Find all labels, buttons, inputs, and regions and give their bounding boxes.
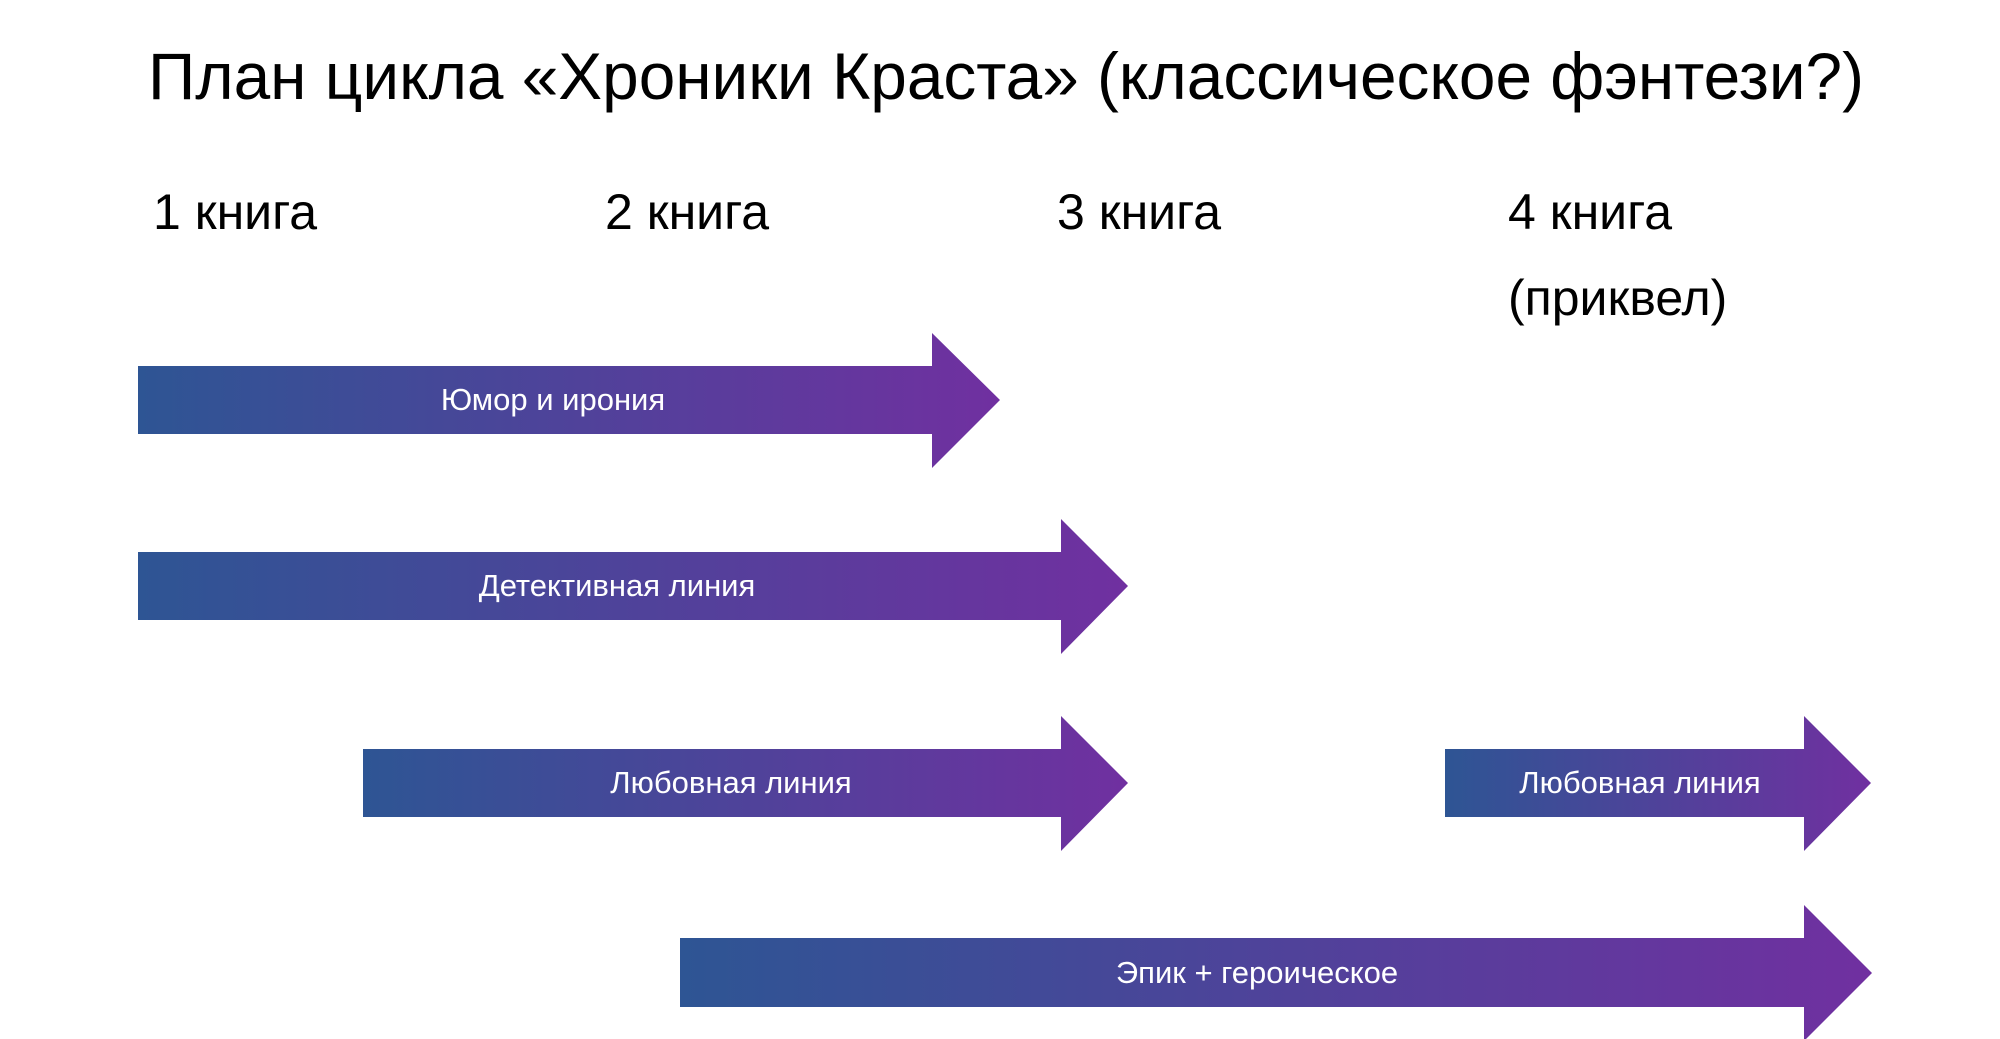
title-text: План цикла «Хроники Краста» (классическо… xyxy=(148,39,1864,113)
arrow-label-detective-line: Детективная линия xyxy=(478,568,756,603)
arrow-love-line-2 xyxy=(1445,716,1871,851)
page-title: План цикла «Хроники Краста» (классическо… xyxy=(148,34,1864,118)
arrow-humor-irony xyxy=(138,333,1000,468)
book-3-label: 3 книга xyxy=(1057,184,1222,240)
arrow-label-love-line-1: Любовная линия xyxy=(610,765,852,800)
arrow-label-humor-irony: Юмор и ирония xyxy=(440,382,666,417)
arrow-detective-line xyxy=(138,519,1128,654)
book-4-label: 4 книга xyxy=(1508,184,1673,240)
book-4-sublabel: (приквел) xyxy=(1508,270,1728,326)
arrow-label-love-line-2: Любовная линия xyxy=(1519,765,1761,800)
arrow-label-epic-heroic: Эпик + героическое xyxy=(1115,955,1399,990)
arrow-epic-heroic xyxy=(680,905,1872,1039)
arrow-love-line-1 xyxy=(363,716,1128,851)
book-1-label: 1 книга xyxy=(153,184,318,240)
book-2-label: 2 книга xyxy=(605,184,770,240)
